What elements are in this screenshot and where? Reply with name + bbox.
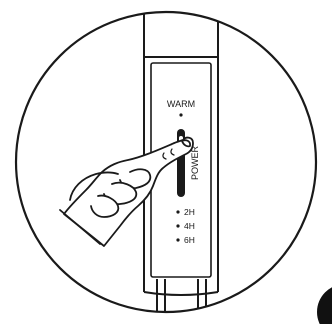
timer-6h-dot-icon — [176, 238, 179, 241]
timer-2h-label[interactable]: 2H — [184, 207, 195, 217]
timer-options: 2H 4H 6H — [176, 207, 194, 245]
warm-label: WARM — [167, 99, 195, 109]
corner-badge — [317, 284, 332, 324]
timer-2h-dot-icon — [176, 210, 179, 213]
timer-4h-dot-icon — [176, 224, 179, 227]
warm-indicator-dot-icon — [179, 113, 182, 116]
timer-4h-label[interactable]: 4H — [184, 221, 195, 231]
timer-6h-label[interactable]: 6H — [184, 235, 195, 245]
